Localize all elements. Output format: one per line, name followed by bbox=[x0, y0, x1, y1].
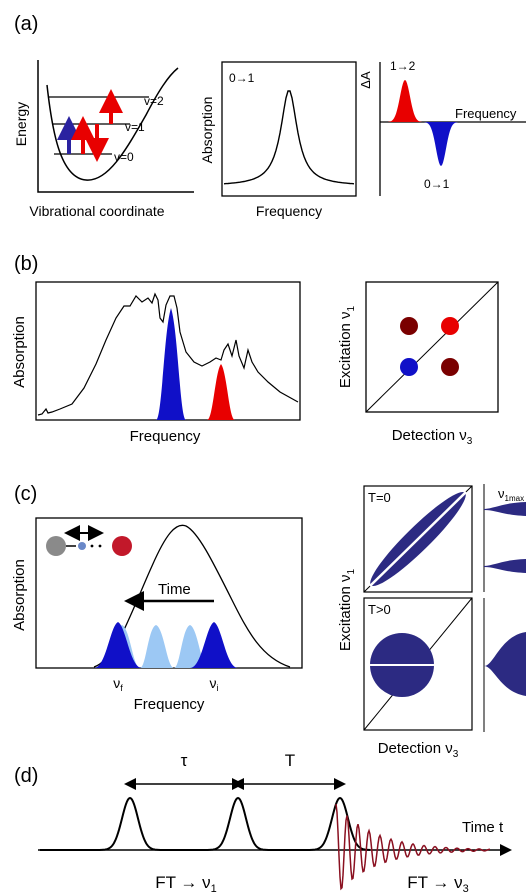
time-axis-label: Time t bbox=[462, 819, 504, 836]
map-b-ylabel-main: Excitation ν bbox=[337, 311, 354, 388]
map-2d-b: Excitation ν1 Detection ν3 bbox=[337, 281, 499, 447]
level-v2-label: v=2 bbox=[144, 94, 164, 108]
difference-plot: ΔA 1→2 Frequency 0→1 bbox=[358, 59, 526, 196]
spectrum-c-ylabel: Absorption bbox=[11, 559, 28, 631]
map-2d-t0: T=0 bbox=[363, 485, 473, 593]
spectral-diffusion-spectrum: Time Absorption νf νi Frequency bbox=[11, 517, 303, 713]
slices: ν1max bbox=[483, 484, 526, 732]
negative-peak-label: 0→1 bbox=[424, 177, 450, 191]
level-v0-label: v=0 bbox=[114, 150, 134, 164]
map-b-xlabel-sub: 3 bbox=[467, 436, 473, 447]
map-c-xlabel-sub: 3 bbox=[453, 749, 459, 760]
waiting-time-label: T bbox=[285, 751, 295, 770]
positive-peak-label: 1→2 bbox=[390, 59, 416, 73]
nu-final-label: νf bbox=[113, 675, 123, 693]
ft1-label-sub: 1 bbox=[211, 883, 217, 894]
time-arrow-label: Time bbox=[158, 581, 191, 598]
absorption-transition: 0→1 bbox=[229, 71, 255, 85]
slice-tpos bbox=[484, 632, 526, 696]
energy-xlabel: Vibrational coordinate bbox=[29, 203, 164, 219]
absorption-xlabel: Frequency bbox=[256, 203, 322, 219]
map-b-xlabel: Detection ν3 bbox=[392, 427, 473, 447]
diagonal-peak-blue bbox=[400, 358, 418, 376]
ft3-label-sub: 3 bbox=[463, 883, 469, 894]
slice-t0-bottom bbox=[484, 559, 526, 573]
molecule-atom-left bbox=[46, 536, 66, 556]
level-v1-label: v=1 bbox=[125, 120, 145, 134]
map-b-ylabel-sub: 1 bbox=[346, 305, 357, 311]
spectrum-b-xlabel: Frequency bbox=[130, 428, 201, 445]
nu-final-sub: f bbox=[120, 683, 123, 693]
ft3-label-main: FT → ν bbox=[407, 873, 462, 892]
map-tpos-label: T>0 bbox=[368, 602, 391, 617]
pulse-sequence: τ T Time t FT → ν1 FT → ν3 bbox=[38, 751, 512, 894]
map-c-ylabel-main: Excitation ν bbox=[337, 574, 354, 651]
energy-diagram: v=2 v=1 v=0 Energy Vibrational coordinat… bbox=[13, 60, 194, 219]
panel-c-label: (c) bbox=[14, 483, 37, 505]
absorption-ylabel: Absorption bbox=[199, 97, 215, 164]
pump-spectrum-red bbox=[207, 364, 235, 420]
absorption-peak bbox=[223, 90, 355, 185]
difference-xlabel: Frequency bbox=[455, 106, 517, 121]
slice-label-sub: 1max bbox=[505, 494, 525, 503]
bleach-peak bbox=[424, 122, 458, 166]
nu-initial-label: νi bbox=[210, 675, 219, 693]
nu-final-main: ν bbox=[113, 675, 120, 691]
map-b-ylabel: Excitation ν1 bbox=[337, 305, 357, 388]
laser-pulses bbox=[40, 796, 371, 851]
spectrum-c-xlabel: Frequency bbox=[134, 696, 205, 713]
diagonal-peak-red bbox=[441, 317, 459, 335]
molecule-hydrogen bbox=[78, 542, 86, 550]
panel-b-label: (b) bbox=[14, 253, 38, 275]
difference-ylabel: ΔA bbox=[358, 71, 373, 89]
nu-initial-sub: i bbox=[217, 683, 219, 693]
slice-t0-top bbox=[484, 502, 526, 516]
energy-ylabel: Energy bbox=[13, 102, 29, 146]
excited-state-peak bbox=[388, 80, 422, 122]
map-c-ylabel: Excitation ν1 bbox=[337, 568, 357, 651]
map-c-xlabel-main: Detection ν bbox=[378, 740, 453, 757]
pump-spectrum-blue bbox=[156, 308, 186, 420]
map-c-ylabel-sub: 1 bbox=[346, 568, 357, 574]
cross-peak-bottom bbox=[441, 358, 459, 376]
broad-spectrum: Absorption Frequency bbox=[11, 281, 301, 445]
echo-signal bbox=[335, 803, 491, 891]
ft3-label: FT → ν3 bbox=[407, 873, 469, 894]
absorption-trace bbox=[37, 292, 299, 416]
inhomogeneous-band bbox=[93, 524, 291, 668]
nu-initial-main: ν bbox=[210, 675, 217, 691]
slice-label: ν1max bbox=[498, 486, 524, 503]
map-2d-tpos: T>0 bbox=[363, 597, 473, 731]
ft1-label-main: FT → ν bbox=[155, 873, 210, 892]
initial-hole bbox=[190, 622, 238, 668]
molecule-atom-right bbox=[112, 536, 132, 556]
cross-peak-top bbox=[400, 317, 418, 335]
map-b-xlabel-main: Detection ν bbox=[392, 427, 467, 444]
panel-a-label: (a) bbox=[14, 13, 38, 35]
panel-d-label: (d) bbox=[14, 765, 38, 787]
potential-well bbox=[46, 67, 179, 181]
tau-label: τ bbox=[181, 751, 188, 770]
slice-label-main: ν bbox=[498, 486, 505, 501]
ft1-label: FT → ν1 bbox=[155, 873, 217, 894]
map-t0-label: T=0 bbox=[368, 490, 391, 505]
map-c-xlabel: Detection ν3 bbox=[378, 740, 459, 760]
final-hole bbox=[94, 622, 142, 668]
spectrum-b-ylabel: Absorption bbox=[11, 316, 28, 388]
absorption-plot: 0→1 Absorption Frequency bbox=[199, 61, 357, 219]
